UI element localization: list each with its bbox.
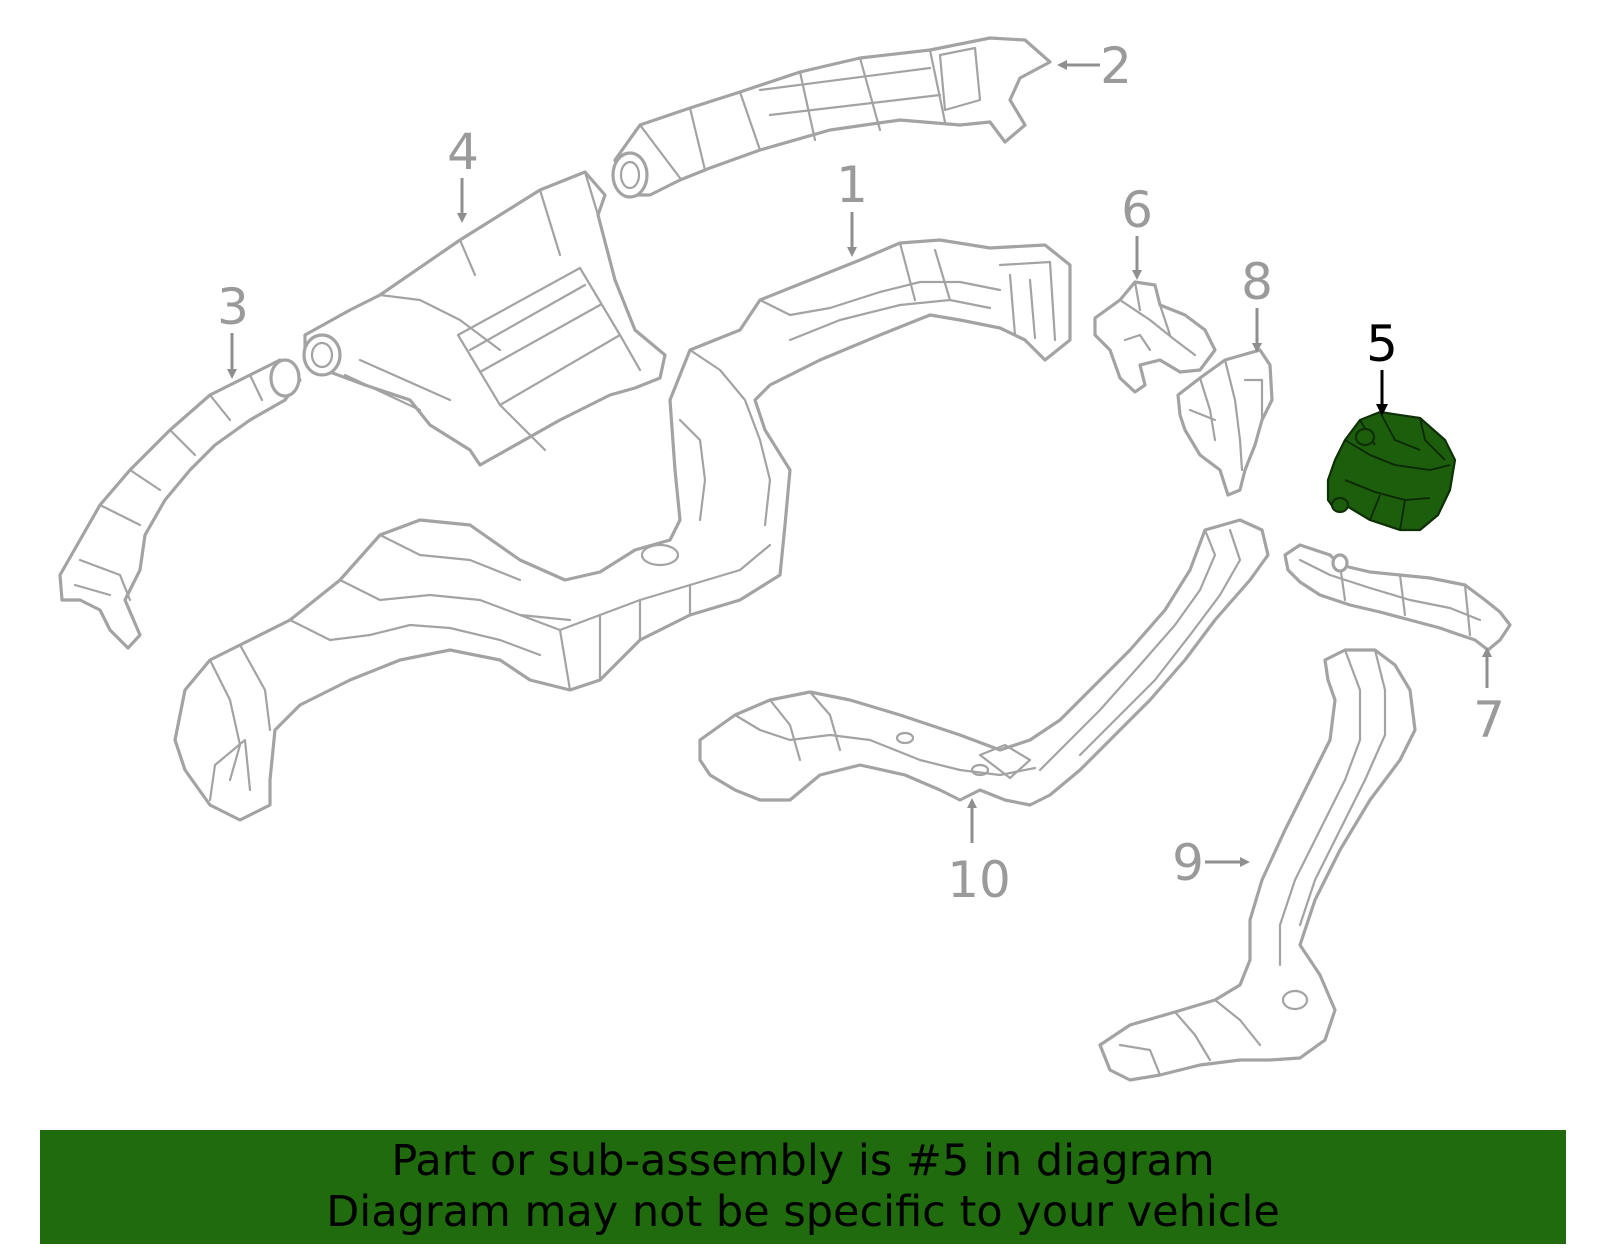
callout-1: 1	[836, 156, 868, 214]
callout-9: 9	[1172, 834, 1204, 892]
part-3-duct	[58, 358, 302, 650]
callout-5: 5	[1366, 315, 1398, 373]
callout-7: 7	[1473, 691, 1505, 749]
part-9-duct	[1098, 648, 1417, 1082]
info-banner: Part or sub-assembly is #5 in diagram Di…	[40, 1130, 1566, 1244]
callout-10: 10	[947, 851, 1011, 909]
banner-line-2: Diagram may not be specific to your vehi…	[326, 1187, 1280, 1237]
part-1-main-duct	[173, 238, 1072, 822]
parts-diagram: 1 2 3 4 5 6 7 8 9 10	[58, 36, 1512, 1082]
callout-8: 8	[1241, 253, 1273, 311]
part-2-duct	[611, 36, 1052, 199]
part-5-highlighted	[1326, 410, 1457, 532]
callout-4: 4	[447, 123, 479, 181]
callout-3: 3	[217, 278, 249, 336]
part-8-bracket	[1176, 348, 1274, 497]
part-7-bracket	[1283, 543, 1512, 652]
callout-6: 6	[1121, 181, 1153, 239]
banner-line-1: Part or sub-assembly is #5 in diagram	[391, 1136, 1215, 1186]
part-4-housing	[302, 170, 667, 467]
part-10-duct	[698, 518, 1270, 807]
part-6-bracket	[1093, 280, 1217, 394]
callout-2: 2	[1100, 37, 1132, 95]
